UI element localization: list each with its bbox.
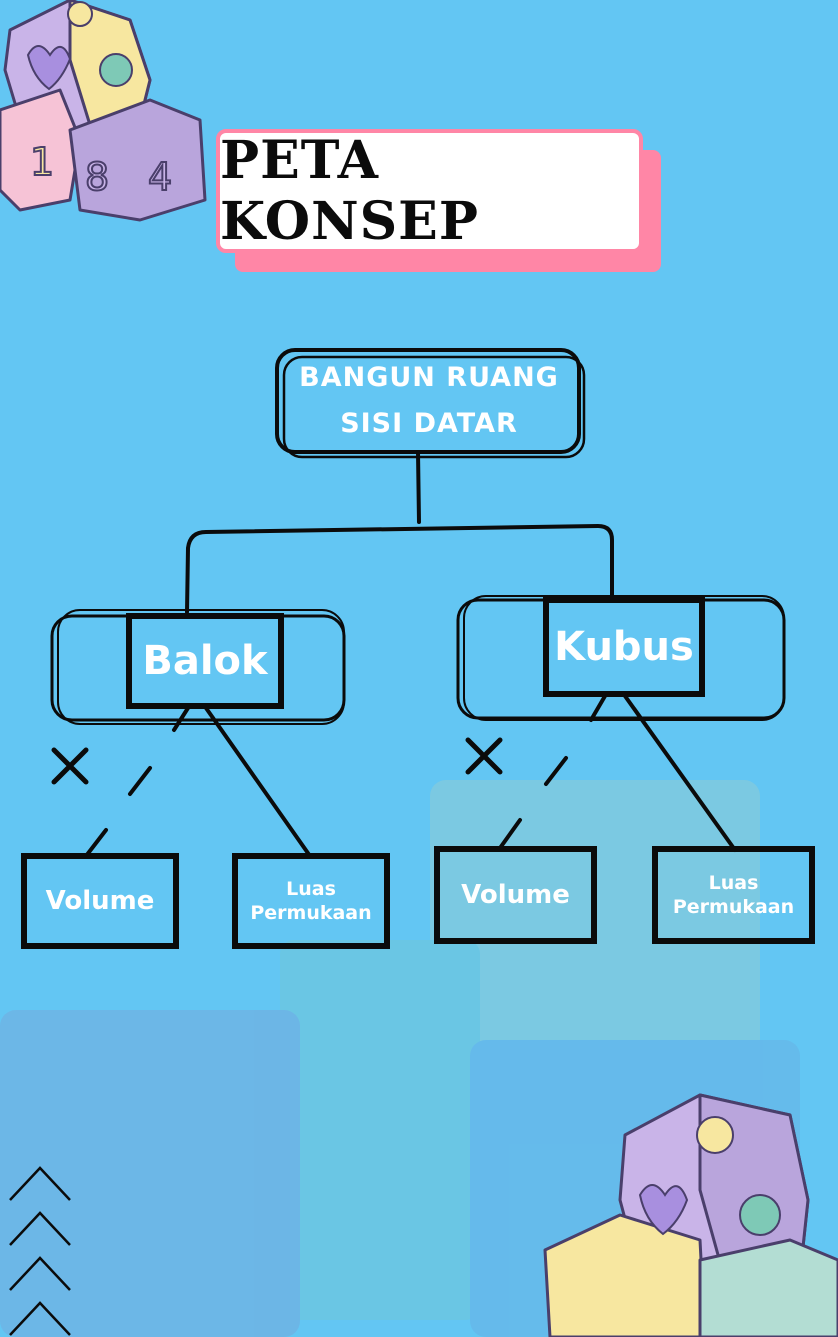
digit-four-glyph: 4 — [148, 155, 172, 199]
kubus-node-box — [543, 597, 705, 697]
kubus-node-label: Kubus — [554, 624, 694, 670]
balok-luas-box — [232, 853, 390, 949]
root-node-label: BANGUN RUANG SISI DATAR — [299, 362, 559, 439]
cross-mark-balok-icon — [51, 747, 89, 785]
block-pink — [0, 88, 82, 212]
connector-kubus-volume-seg1 — [589, 694, 607, 722]
connector-balok-volume-seg1 — [172, 706, 190, 732]
chevron-up-icon — [9, 1211, 71, 1246]
digit-one-glyph: 1 — [30, 140, 54, 184]
balok-volume-label: Volume — [45, 886, 155, 916]
flower-icon — [99, 53, 133, 87]
heart-icon-2 — [638, 1184, 689, 1236]
chevron-up-icon — [9, 1301, 71, 1336]
cross-mark-kubus-icon — [465, 737, 503, 775]
connector-kubus-volume-seg3 — [498, 818, 522, 850]
connector-kubus-luas — [623, 694, 737, 852]
balok-volume-box — [21, 853, 179, 949]
connector-kubus-volume-seg2 — [544, 756, 568, 786]
balok-node-box — [126, 613, 284, 709]
star-icon-2 — [696, 1116, 734, 1154]
root-node-outline-sketch — [282, 355, 586, 459]
page-title: PETA KONSEP — [216, 129, 643, 253]
root-node-outline — [275, 348, 581, 454]
balok-luas-label: Luas Permukaan — [250, 878, 372, 924]
balok-node-label: Balok — [142, 638, 268, 684]
digit-eight-glyph: 8 — [85, 155, 109, 199]
kubus-luas-box — [652, 846, 815, 944]
chevron-up-icon — [9, 1166, 71, 1201]
flower-icon-2 — [739, 1194, 781, 1236]
connector-root-trunk — [416, 450, 421, 524]
heart-icon — [26, 45, 72, 91]
connector-balok-volume-seg2 — [128, 766, 152, 796]
chevron-up-icon — [9, 1256, 71, 1291]
connector-balok-volume-seg3 — [84, 828, 108, 858]
connector-balok-luas — [204, 706, 312, 858]
connector-branch — [185, 524, 614, 614]
star-icon — [67, 1, 93, 27]
block-mint-2 — [698, 1238, 838, 1337]
kubus-luas-label: Luas Permukaan — [672, 872, 795, 918]
bg-cube-blue — [0, 1010, 300, 1337]
kubus-sketch-outline-2 — [463, 595, 785, 721]
kubus-volume-label: Volume — [461, 880, 570, 910]
bg-cube-mint — [280, 940, 480, 1320]
block-purple — [68, 98, 207, 222]
balok-sketch-outline-2 — [57, 609, 345, 725]
kubus-volume-box — [434, 846, 597, 944]
